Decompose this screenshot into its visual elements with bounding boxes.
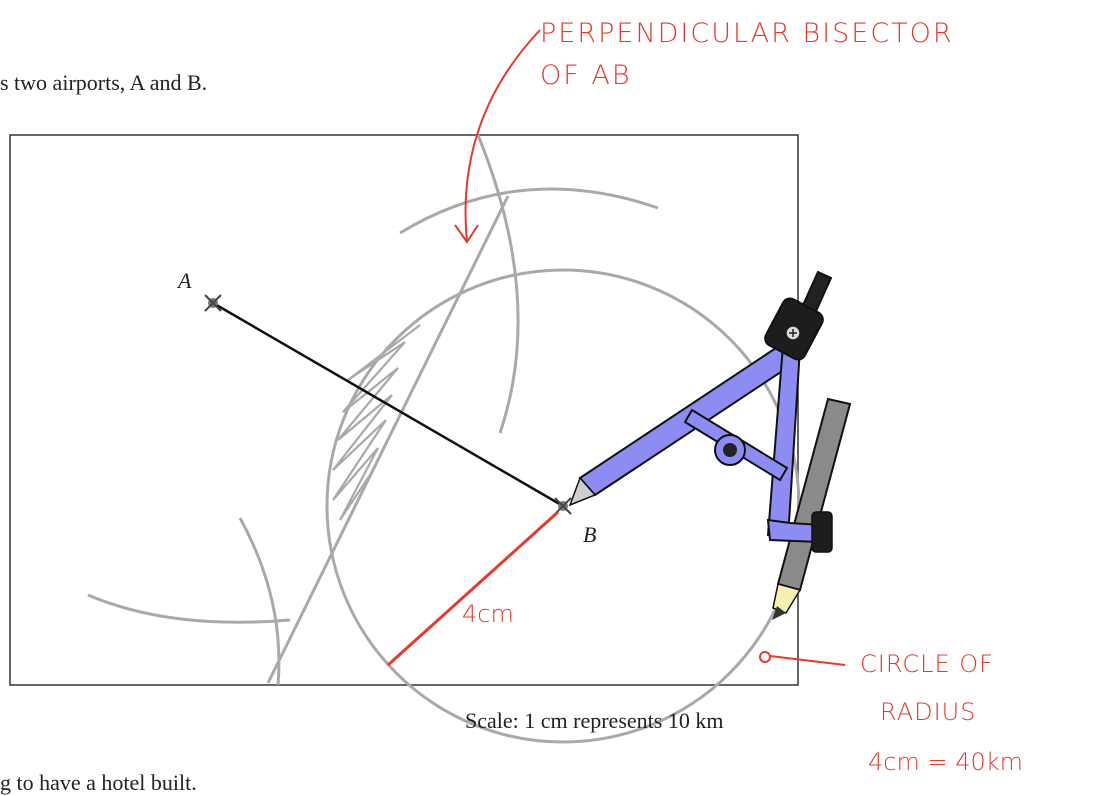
segment-ab bbox=[212, 301, 564, 508]
question-intro-text: s two airports, A and B. bbox=[0, 70, 208, 95]
circle-annotation-line1: CIRCLE OF bbox=[860, 650, 994, 678]
radius-line bbox=[386, 510, 560, 667]
question-footer-text: g to have a hotel built. bbox=[0, 770, 197, 795]
label-a: A bbox=[176, 268, 192, 293]
circle-annotation-pointer bbox=[769, 655, 846, 666]
bisector-arrow-line bbox=[464, 29, 541, 243]
circle-annotation-line2: RADIUS bbox=[880, 698, 976, 726]
bisector-annotation-line2: OF AB bbox=[540, 60, 632, 91]
radius-annotation: 4cm bbox=[462, 600, 514, 628]
arc-upper-right bbox=[476, 134, 520, 434]
scale-caption: Scale: 1 cm represents 10 km bbox=[465, 708, 724, 733]
circle-annotation-line3: 4cm = 40km bbox=[868, 748, 1023, 776]
label-b: B bbox=[583, 522, 596, 547]
perpendicular-bisector bbox=[266, 195, 510, 684]
arc-lower bbox=[238, 517, 281, 686]
diagram-frame bbox=[9, 134, 799, 686]
bisector-arrow-head bbox=[454, 224, 479, 244]
construction-arcs bbox=[87, 134, 659, 686]
bisector-annotation-line1: PERPENDICULAR BISECTOR bbox=[540, 18, 954, 49]
shaded-region-scribble bbox=[332, 324, 421, 521]
compass-icon bbox=[568, 270, 833, 553]
point-b-marker bbox=[554, 497, 572, 515]
circle-annotation-marker bbox=[759, 651, 771, 663]
point-a-marker bbox=[204, 294, 222, 312]
arc-bottom-left bbox=[87, 593, 291, 624]
arc-top bbox=[399, 187, 659, 235]
